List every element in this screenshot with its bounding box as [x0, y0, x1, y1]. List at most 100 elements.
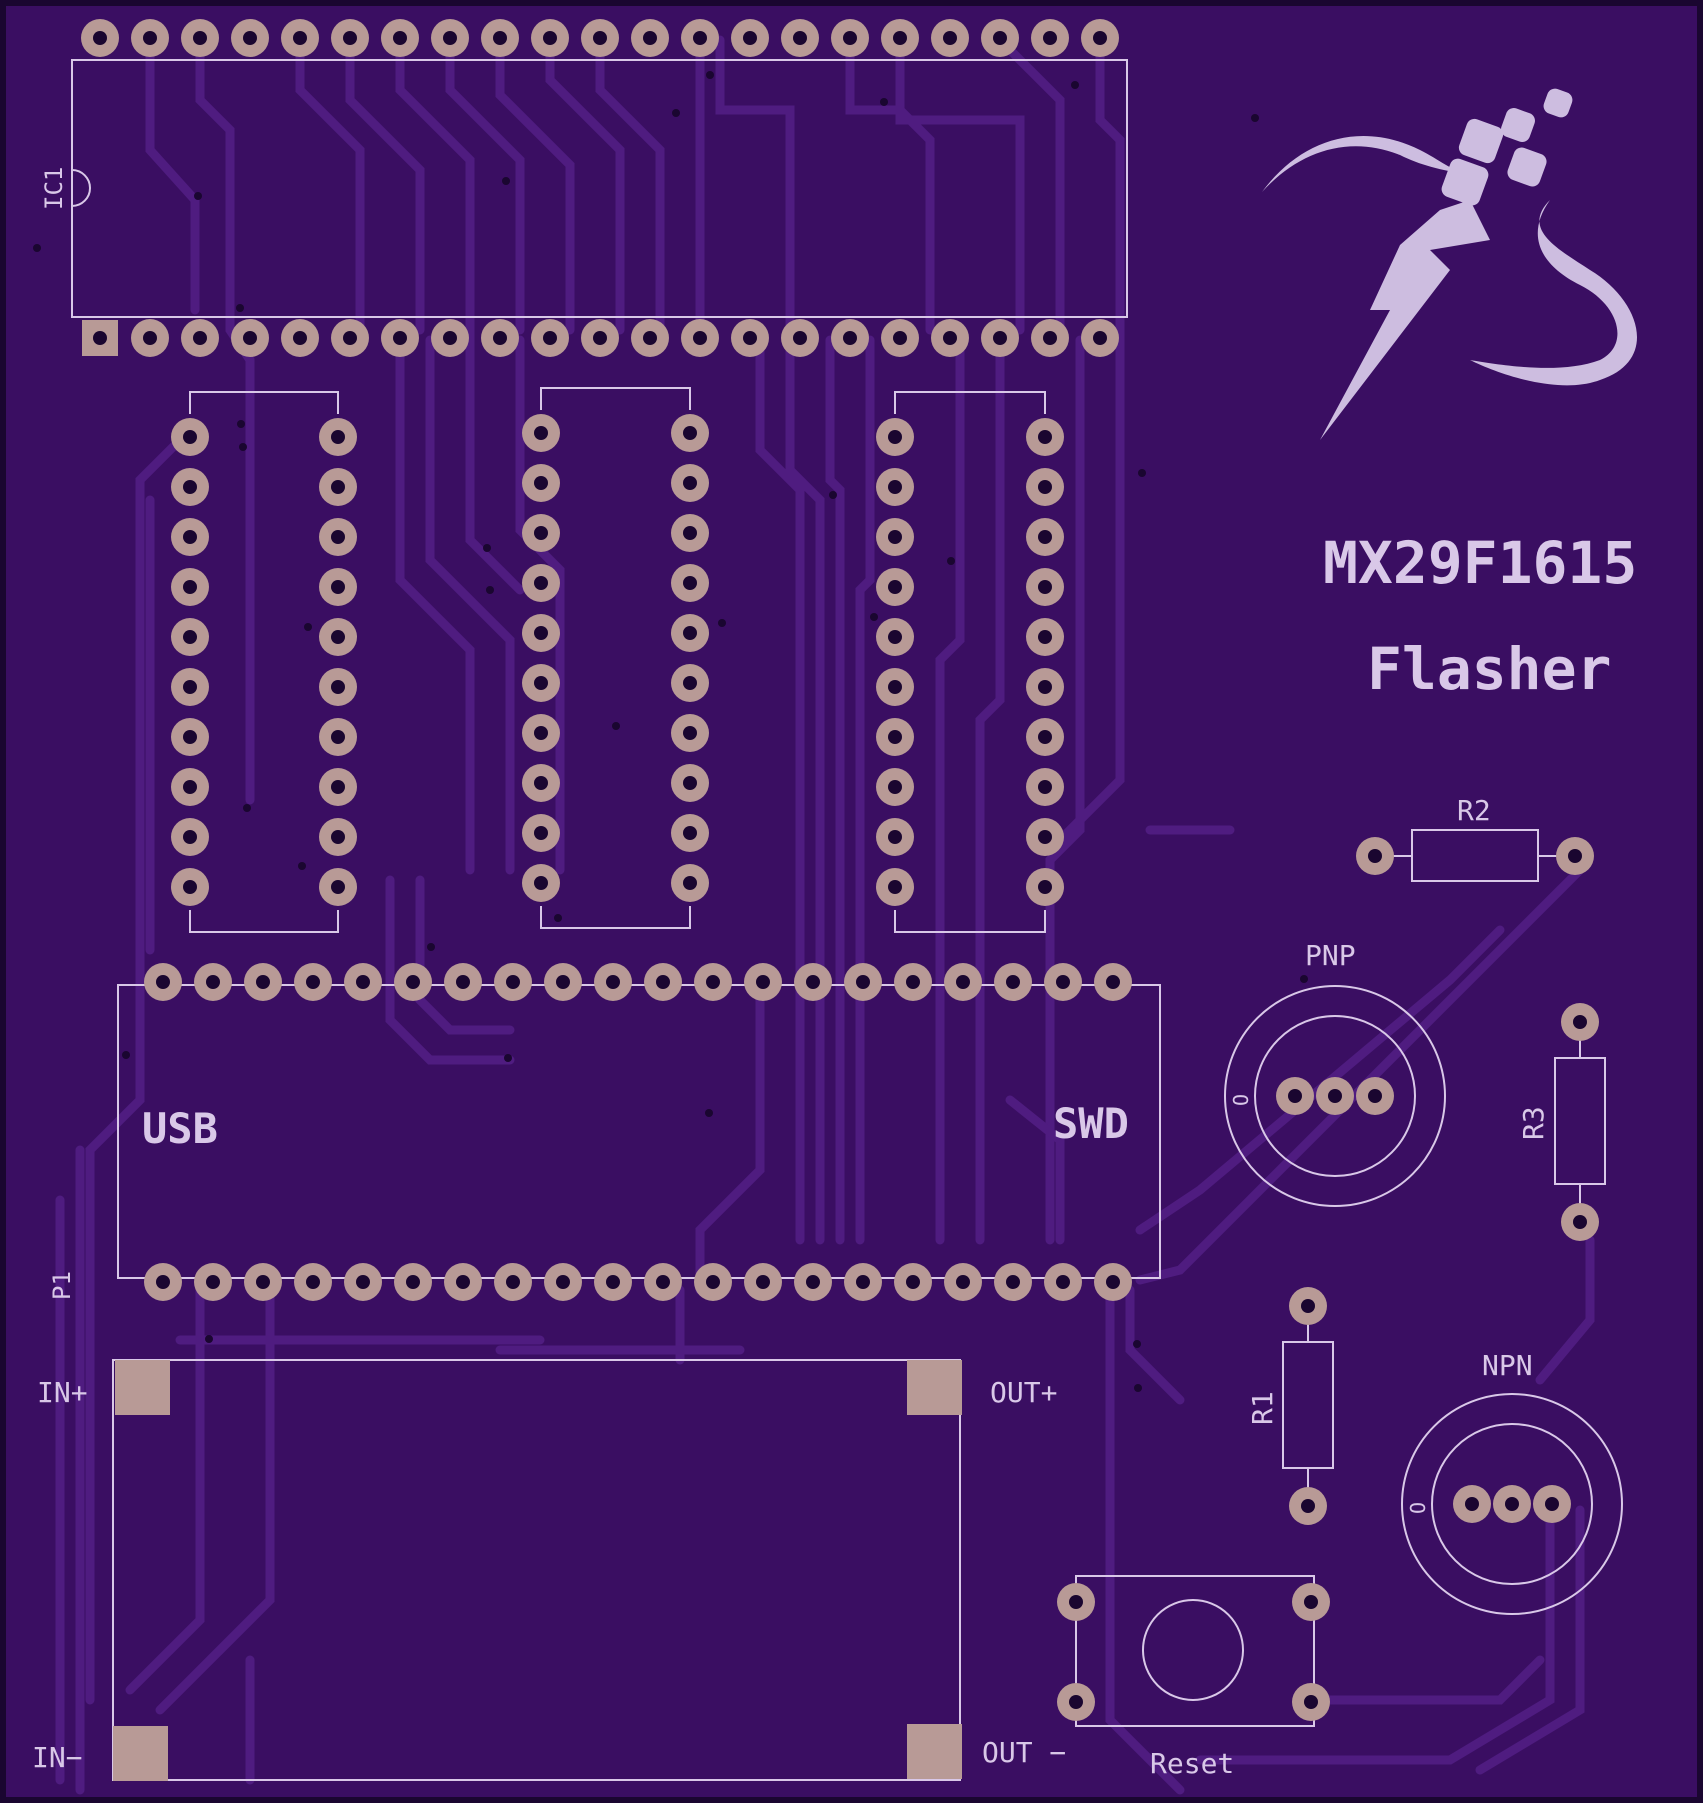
component-pad	[1356, 837, 1394, 875]
swd-label: SWD	[1053, 1099, 1129, 1148]
ic1-pin	[381, 319, 419, 357]
component-pad	[1561, 1003, 1599, 1041]
ic1-pin	[331, 319, 369, 357]
component-pad	[1292, 1583, 1330, 1621]
dip-pin	[671, 764, 709, 802]
dip-pin	[319, 818, 357, 856]
ic1-pin	[531, 319, 569, 357]
p1-pin	[344, 963, 382, 1001]
via	[880, 98, 888, 106]
p1-pin	[1044, 1263, 1082, 1301]
dip-pin	[1026, 818, 1064, 856]
ic1-footprint: IC1	[40, 19, 1128, 357]
dip-pin	[1026, 868, 1064, 906]
p1-pin	[544, 963, 582, 1001]
dip-pin	[171, 618, 209, 656]
dip-pin	[522, 664, 560, 702]
dip-pin	[671, 614, 709, 652]
component-pad	[1289, 1287, 1327, 1325]
dip-pin	[171, 768, 209, 806]
dip-pin	[876, 818, 914, 856]
dip-pin	[1026, 518, 1064, 556]
dip-pin	[171, 818, 209, 856]
dip-pin	[319, 518, 357, 556]
ic1-pin	[581, 19, 619, 57]
p1-pin	[444, 1263, 482, 1301]
reset-button[interactable]: Reset	[1075, 1575, 1315, 1780]
p1-label: P1	[48, 1271, 76, 1300]
dip-pin	[1026, 668, 1064, 706]
p1-pin	[594, 1263, 632, 1301]
ic1-pin	[131, 19, 169, 57]
ic1-pin-1	[82, 320, 118, 356]
via	[237, 420, 245, 428]
p1-pin	[394, 1263, 432, 1301]
dip-socket	[876, 391, 1064, 933]
dip-pin	[1026, 618, 1064, 656]
dip-pin	[522, 714, 560, 752]
ic1-pin	[1081, 19, 1119, 57]
ic1-label: IC1	[40, 167, 68, 210]
ic1-pin	[931, 19, 969, 57]
usb-label: USB	[142, 1104, 218, 1153]
component-pad	[1493, 1485, 1531, 1523]
discrete-pads	[1057, 837, 1599, 1721]
p1-pin	[844, 963, 882, 1001]
p1-pin	[344, 1263, 382, 1301]
out-plus-label: OUT+	[990, 1376, 1057, 1409]
ic1-pin	[531, 19, 569, 57]
ic1-pin	[281, 19, 319, 57]
p1-pin	[544, 1263, 582, 1301]
out-plus-pad	[907, 1360, 962, 1415]
dip-pin	[876, 768, 914, 806]
via	[1138, 469, 1146, 477]
dip-pin	[319, 668, 357, 706]
via	[483, 544, 491, 552]
dip-pin	[319, 568, 357, 606]
via	[1133, 1340, 1141, 1348]
lightning-bug-logo-icon	[1262, 88, 1638, 440]
p1-pin	[994, 1263, 1032, 1301]
component-pad	[1057, 1583, 1095, 1621]
dip-pin	[171, 418, 209, 456]
in-plus-label: IN+	[37, 1376, 88, 1409]
r1-label: R1	[1246, 1391, 1279, 1425]
ic1-pin	[131, 319, 169, 357]
ic1-pin	[831, 319, 869, 357]
out-minus-pad	[907, 1724, 962, 1779]
dip-pin	[671, 714, 709, 752]
component-pad	[1316, 1077, 1354, 1115]
dip-socket	[171, 391, 357, 933]
dip-pin	[319, 718, 357, 756]
via	[706, 71, 714, 79]
dip-pin	[671, 414, 709, 452]
dip-pin	[319, 868, 357, 906]
ic1-pin	[231, 19, 269, 57]
dip-pin	[171, 468, 209, 506]
dip-socket	[522, 387, 709, 929]
in-minus-label: IN−	[32, 1741, 83, 1774]
power-module-outline	[112, 1359, 961, 1781]
ic1-pin	[381, 19, 419, 57]
via	[236, 304, 244, 312]
dip-pin	[171, 568, 209, 606]
ic1-pin	[581, 319, 619, 357]
component-pad	[1356, 1077, 1394, 1115]
board-title: MX29F1615	[1323, 529, 1637, 597]
p1-pin	[144, 1263, 182, 1301]
p1-pin	[744, 1263, 782, 1301]
dip-pin	[671, 864, 709, 902]
pnp-label: PNP	[1305, 939, 1356, 972]
component-pad	[1292, 1683, 1330, 1721]
dip-pin	[1026, 718, 1064, 756]
via	[829, 491, 837, 499]
via	[1134, 1384, 1142, 1392]
component-pad	[1289, 1487, 1327, 1525]
via	[205, 1335, 213, 1343]
p1-pin	[644, 1263, 682, 1301]
p1-pin	[244, 1263, 282, 1301]
pnp-transistor: PNP O	[1224, 939, 1446, 1207]
copper-traces	[55, 35, 1595, 1795]
via	[1071, 81, 1079, 89]
p1-pin	[744, 963, 782, 1001]
